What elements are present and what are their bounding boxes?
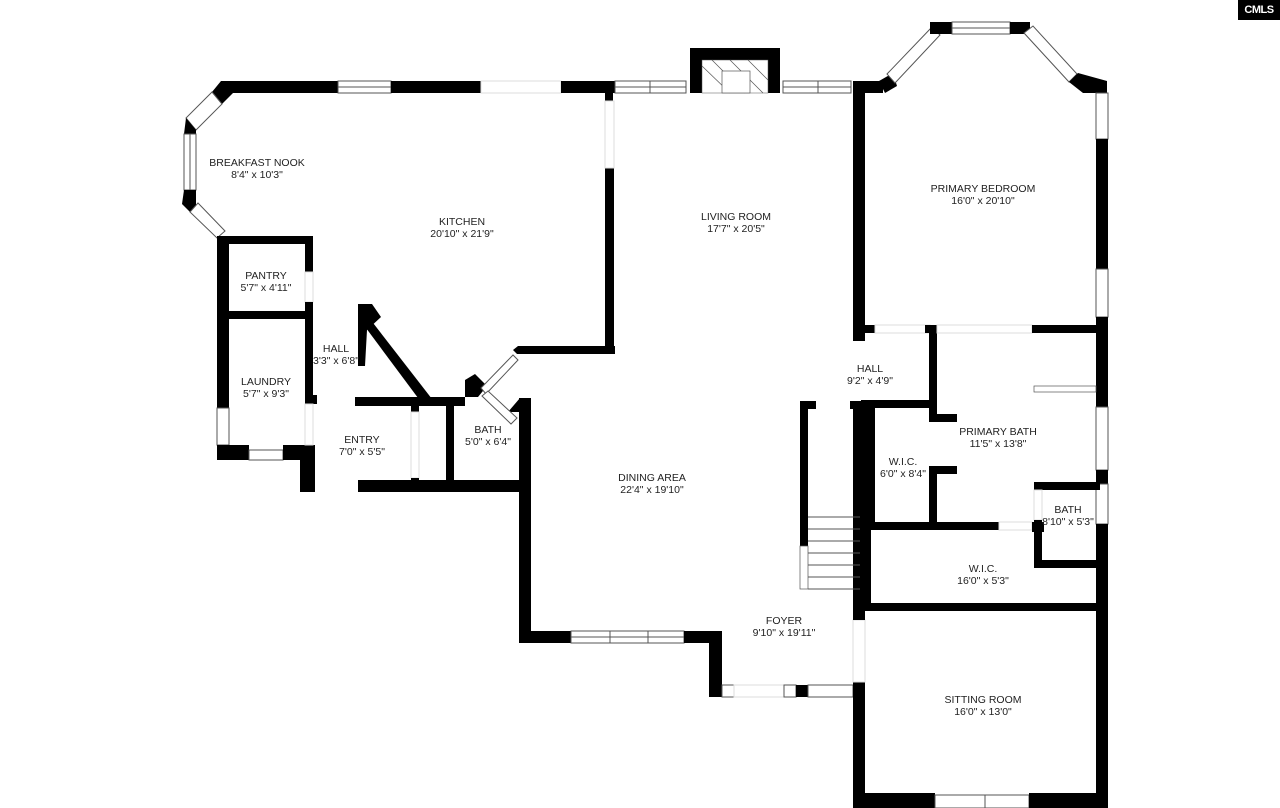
room-name: LAUNDRY [241, 376, 291, 388]
room-label-wic-large: W.I.C.16'0" x 5'3" [957, 563, 1009, 587]
room-name: LIVING ROOM [700, 211, 772, 223]
room-name: HALL [322, 343, 350, 355]
south-walls [519, 401, 866, 808]
room-dimensions: 5'7" x 9'3" [243, 388, 289, 400]
room-dimensions: 9'10" x 19'11" [752, 627, 816, 639]
room-dimensions: 16'0" x 13'0" [954, 706, 1012, 718]
nook-bay [182, 81, 233, 239]
room-name: PANTRY [245, 270, 287, 282]
room-name: W.I.C. [968, 563, 998, 575]
room-name: W.I.C. [888, 456, 918, 468]
room-name: DINING AREA [618, 472, 686, 484]
room-dimensions: 20'10" x 21'9" [430, 228, 494, 240]
room-dimensions: 6'0" x 8'4" [880, 468, 926, 480]
room-label-wic-small: W.I.C.6'0" x 8'4" [880, 456, 926, 480]
pantry-laundry-walls [216, 236, 317, 492]
room-name: PRIMARY BATH [959, 426, 1037, 438]
primary-suite-walls [861, 324, 1102, 611]
room-name: KITCHEN [438, 216, 486, 228]
cmls-logo: CMLS [1238, 0, 1280, 20]
room-dimensions: 5'7" x 4'11" [240, 282, 292, 294]
room-name: FOYER [765, 615, 803, 627]
exterior-walls [221, 21, 1109, 808]
room-name: BREAKFAST NOOK [209, 157, 305, 169]
interior-walls-west [355, 100, 615, 643]
room-dimensions: 17'7" x 20'5" [707, 223, 765, 235]
room-dimensions: 16'0" x 20'10" [951, 195, 1015, 207]
room-name: ENTRY [344, 434, 380, 446]
room-dimensions: 11'5" x 13'8" [969, 438, 1027, 450]
stairs [799, 401, 870, 590]
room-dimensions: 3'3" x 6'8" [313, 355, 359, 367]
sitting-room-walls [853, 793, 1108, 808]
room-dimensions: 5'0" x 6'4" [465, 436, 511, 448]
room-dimensions: 7'0" x 5'5" [339, 446, 385, 458]
room-dimensions: 8'10" x 5'3" [1042, 516, 1094, 528]
room-dimensions: 16'0" x 5'3" [957, 575, 1009, 587]
room-name: HALL [856, 363, 884, 375]
room-name: SITTING ROOM [944, 694, 1022, 706]
room-name: BATH [474, 424, 502, 436]
room-dimensions: 22'4" x 19'10" [620, 484, 684, 496]
room-dimensions: 9'2" x 4'9" [847, 375, 893, 387]
room-name: PRIMARY BEDROOM [930, 183, 1036, 195]
room-name: BATH [1054, 504, 1082, 516]
room-dimensions: 8'4" x 10'3" [231, 169, 283, 181]
